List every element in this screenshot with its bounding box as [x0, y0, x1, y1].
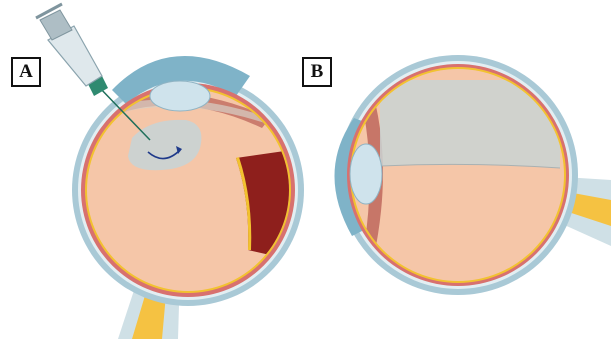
eye-b: [334, 55, 611, 295]
panel-label-a: A: [11, 57, 41, 87]
eye-a: [36, 4, 304, 339]
panel-label-b: B: [302, 57, 332, 87]
